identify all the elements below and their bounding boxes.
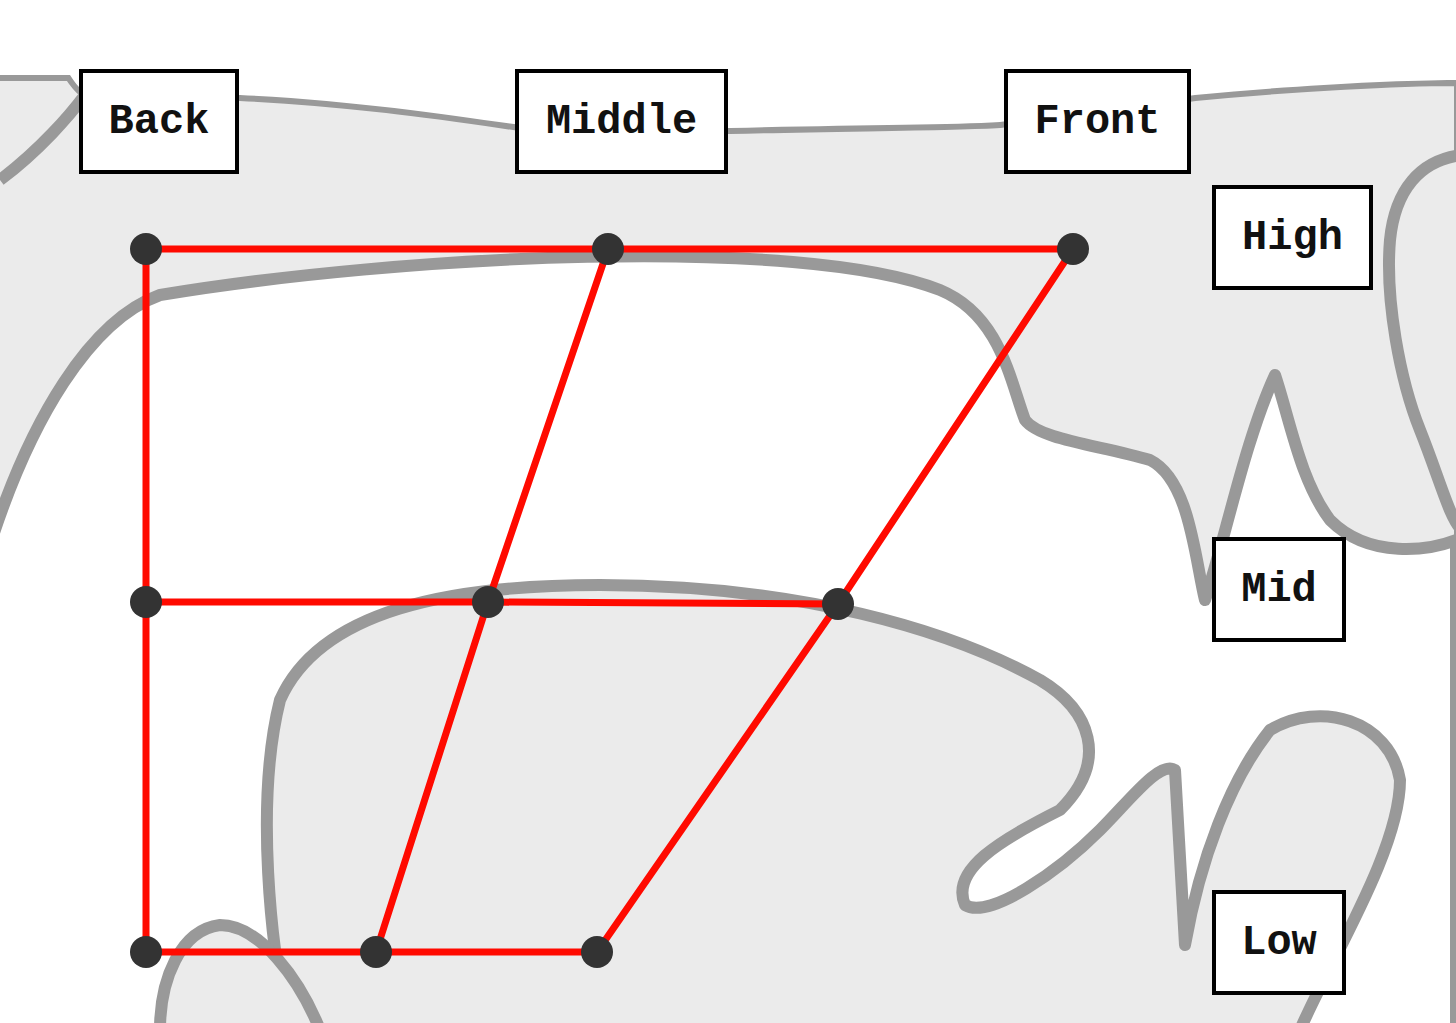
- grid-line: [608, 246, 1073, 253]
- axis-label: Middle: [546, 98, 697, 146]
- grid-dot: [592, 233, 624, 265]
- label-box: Front: [1004, 69, 1191, 174]
- label-box: Low: [1212, 890, 1346, 995]
- label-box: Back: [79, 69, 239, 174]
- grid-dot: [472, 586, 504, 618]
- axis-label: Front: [1034, 98, 1160, 146]
- axis-label: Low: [1241, 919, 1317, 967]
- grid-line: [488, 602, 838, 604]
- label-box: Middle: [515, 69, 728, 174]
- grid-dot: [1057, 233, 1089, 265]
- grid-dot: [822, 588, 854, 620]
- grid-line: [376, 602, 488, 952]
- grid-dot: [360, 936, 392, 968]
- grid-line: [146, 949, 376, 956]
- leg-outline: [160, 925, 320, 1023]
- belly-region: [267, 585, 1400, 1023]
- axis-label: High: [1242, 214, 1343, 262]
- inner-region: [0, 256, 1456, 1023]
- grid-dot: [130, 233, 162, 265]
- grid-line: [597, 604, 838, 952]
- grid-line: [146, 246, 608, 253]
- axis-label: Mid: [1241, 566, 1317, 614]
- grid-line: [146, 599, 488, 606]
- grid-dot: [130, 586, 162, 618]
- axis-label: Back: [109, 98, 210, 146]
- grid-dot: [130, 936, 162, 968]
- red-grid: [146, 249, 1073, 952]
- grid-dots: [130, 233, 1089, 968]
- head-outline: [1389, 155, 1456, 530]
- grid-line: [838, 249, 1073, 604]
- label-box: Mid: [1212, 537, 1346, 642]
- grid-line: [376, 949, 597, 956]
- grid-dot: [581, 936, 613, 968]
- body-region: [0, 75, 1456, 1023]
- left-curve: [0, 95, 85, 180]
- grid-line: [488, 249, 608, 602]
- label-box: High: [1212, 185, 1373, 290]
